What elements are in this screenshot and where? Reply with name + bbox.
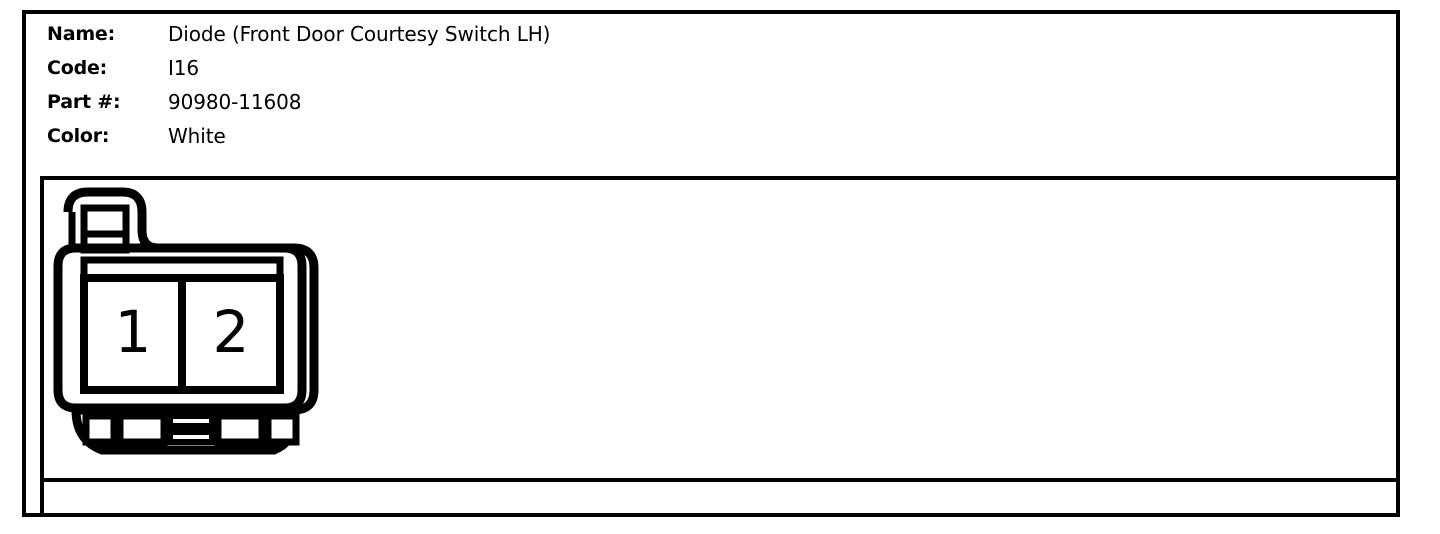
info-label-color: Color: <box>47 125 110 147</box>
info-row-code: Code: I16 <box>47 51 1247 85</box>
component-info-block: Name: Diode (Front Door Courtesy Switch … <box>47 17 1247 153</box>
connector-latch-window <box>80 204 130 254</box>
connector-image-panel: 1 2 <box>40 176 1400 482</box>
pin-number-1: 1 <box>115 298 152 366</box>
info-value-color: White <box>168 124 226 148</box>
info-row-part-number: Part #: 90980-11608 <box>47 85 1247 119</box>
connector-svg: 1 2 <box>53 187 319 455</box>
connector-caption-strip <box>40 482 1400 517</box>
info-row-color: Color: White <box>47 119 1247 153</box>
skirt-slot-2 <box>116 412 168 446</box>
skirt-slot-3-upper <box>167 413 215 429</box>
skirt-slot-3-lower <box>167 429 215 445</box>
info-value-code: I16 <box>168 56 200 80</box>
info-value-part-number: 90980-11608 <box>168 90 302 114</box>
pin-number-2: 2 <box>213 298 250 366</box>
info-row-name: Name: Diode (Front Door Courtesy Switch … <box>47 17 1247 51</box>
skirt-slot-1 <box>82 412 118 446</box>
skirt-slot-5 <box>264 412 300 446</box>
info-label-name: Name: <box>47 23 116 45</box>
connector-diagram: 1 2 <box>46 180 346 478</box>
info-label-part-number: Part #: <box>47 91 121 113</box>
info-label-code: Code: <box>47 57 108 79</box>
skirt-slot-4 <box>214 412 266 446</box>
info-value-name: Diode (Front Door Courtesy Switch LH) <box>168 22 551 46</box>
